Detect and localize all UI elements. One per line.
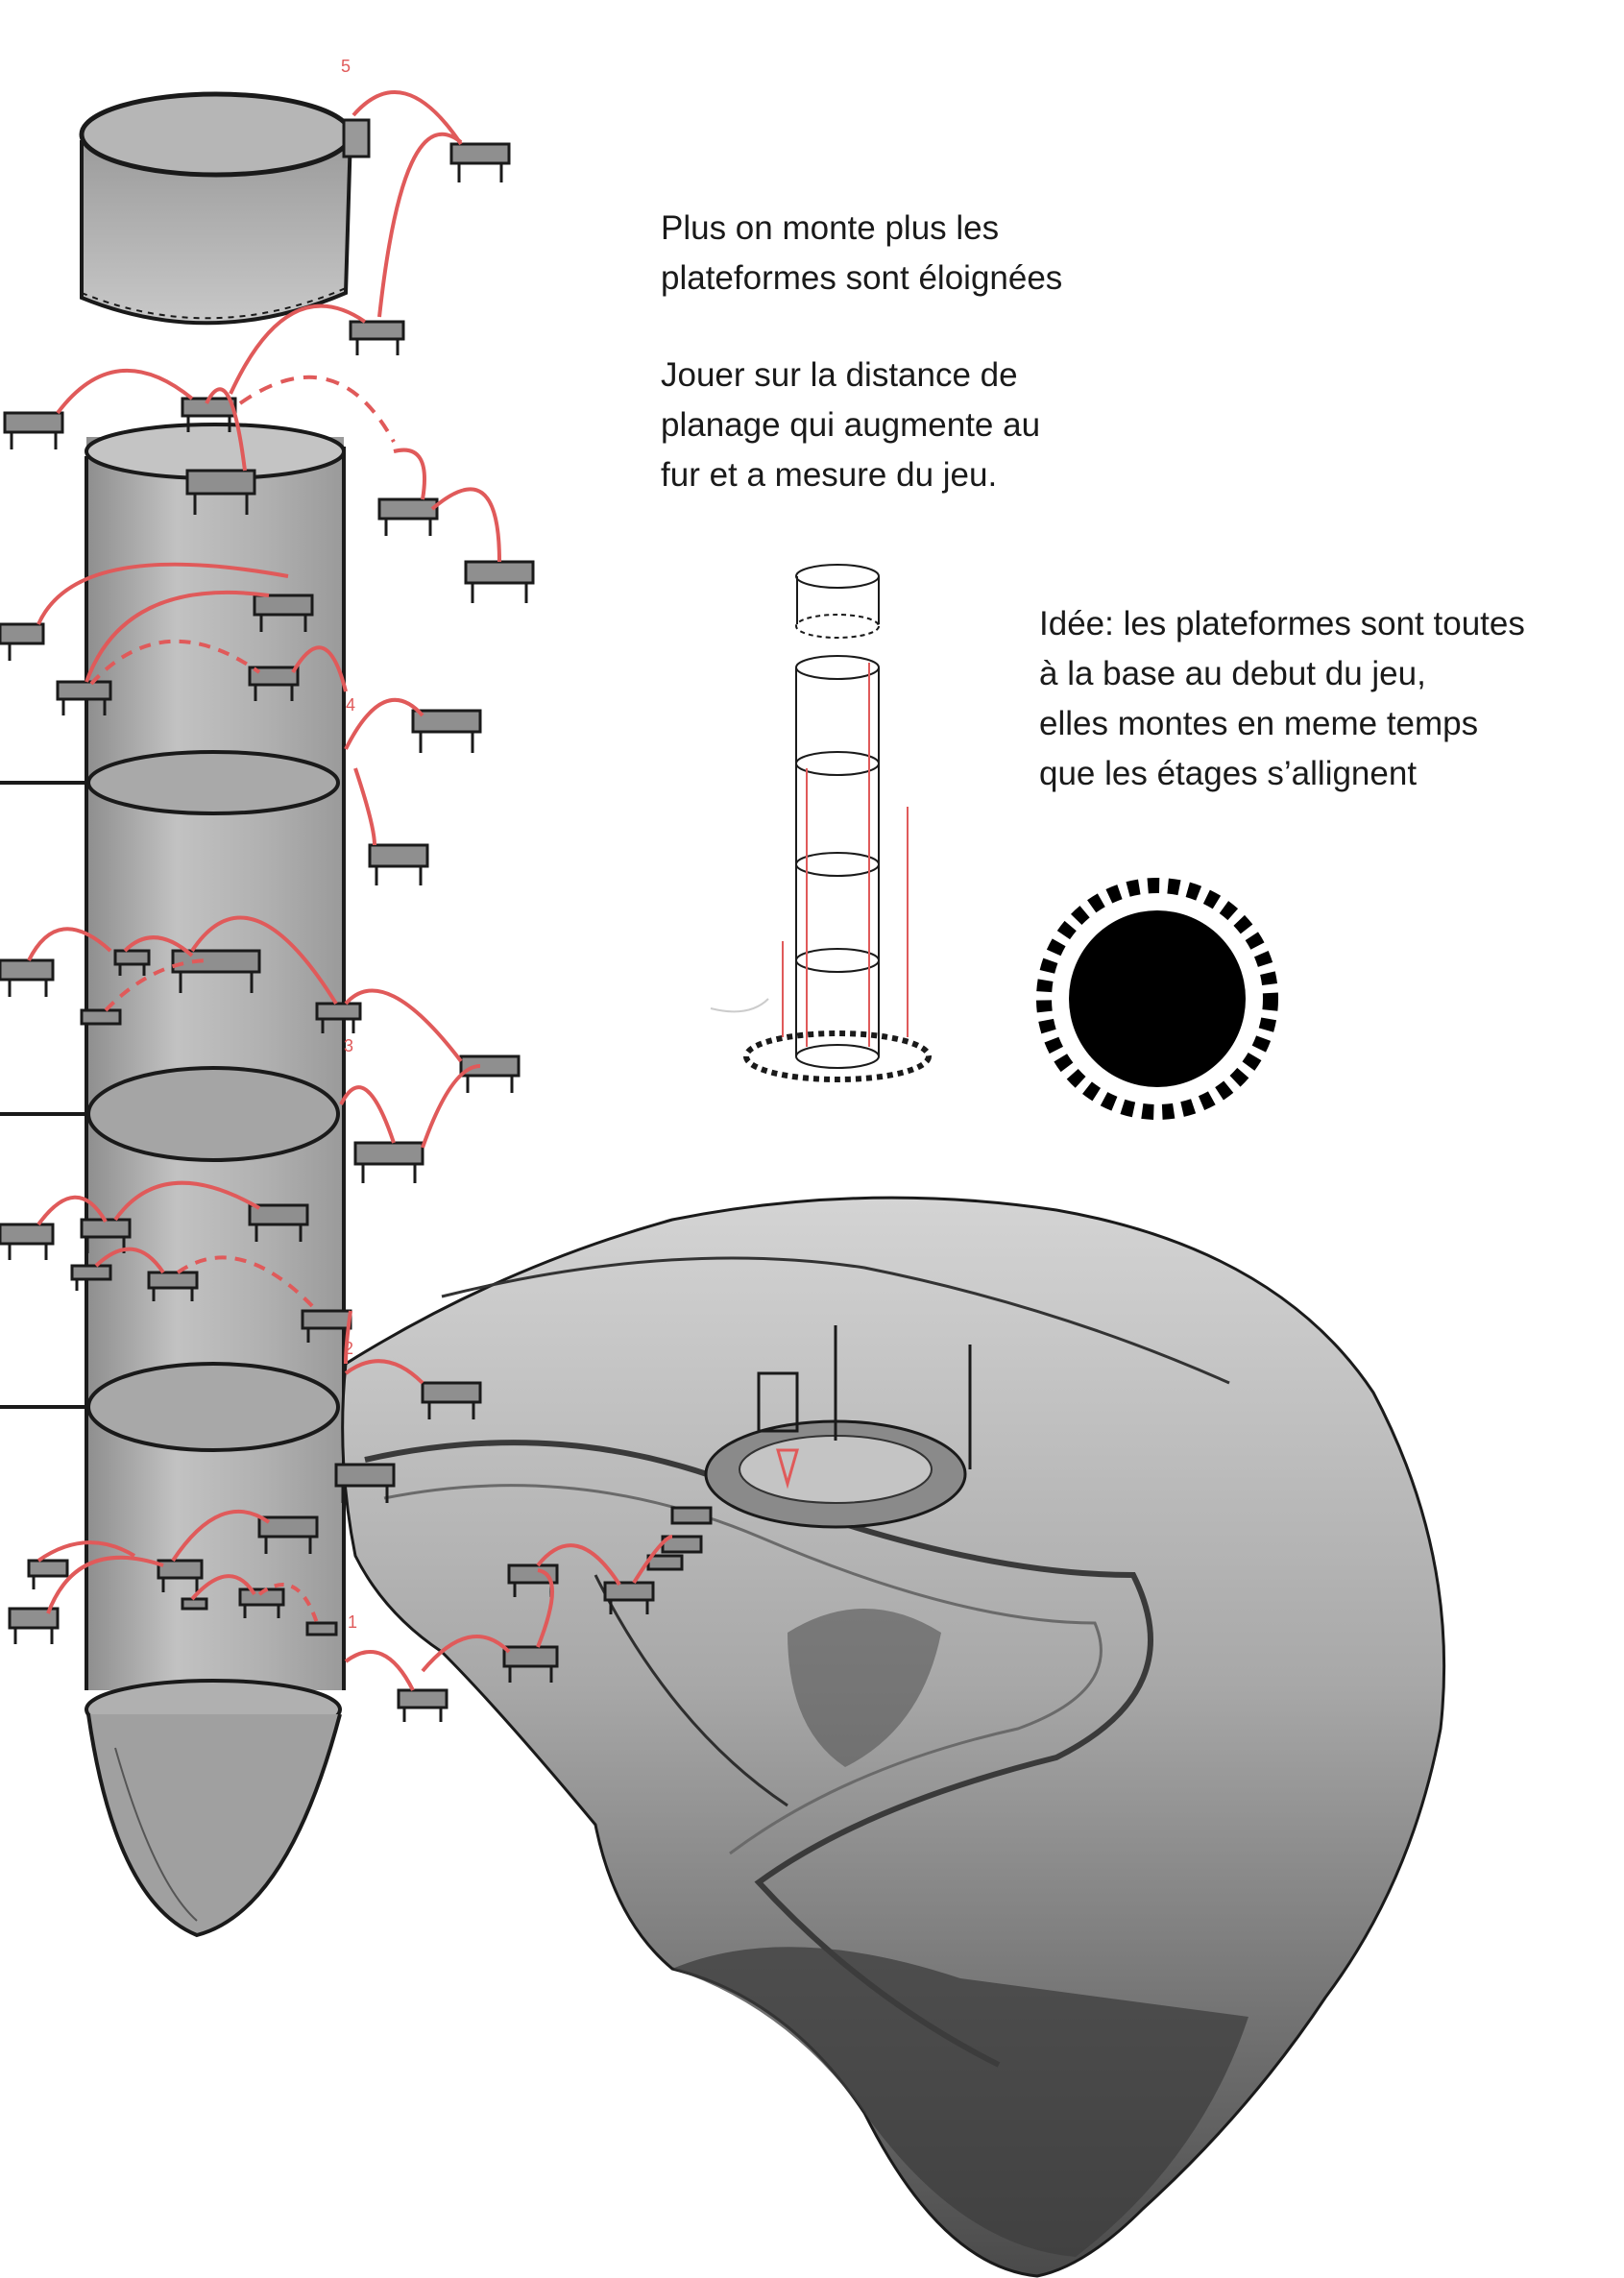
platform-icon <box>449 142 511 182</box>
platform-icon <box>185 469 256 515</box>
platform-icon <box>248 1203 309 1242</box>
platform-icon <box>3 411 64 449</box>
platform-icon <box>502 1645 559 1683</box>
platform-icon <box>670 1506 713 1525</box>
floor-ring <box>86 750 340 815</box>
platform-icon <box>0 1223 55 1260</box>
schematic-tower <box>710 564 932 1082</box>
floor-label-3: 3 <box>344 1036 353 1055</box>
ring-of-platforms-icon <box>743 1030 932 1082</box>
platform-icon <box>181 1597 208 1611</box>
platform-icon <box>646 1554 684 1571</box>
platform-icon <box>377 497 439 536</box>
floating-island <box>341 1196 1446 2278</box>
platform-icon <box>8 1607 60 1644</box>
platform-icon <box>80 1218 132 1253</box>
platform-icon <box>253 594 314 632</box>
platform-icon <box>353 1141 424 1183</box>
platform-icon <box>411 709 482 753</box>
platform-icon <box>305 1621 338 1636</box>
platform-icon <box>0 958 55 997</box>
platform-icon <box>334 1463 396 1503</box>
platform-icon <box>27 1559 69 1589</box>
platform-icon <box>507 1563 559 1597</box>
note-glide-distance: Jouer sur la distance de planage qui aug… <box>661 356 1041 494</box>
floor-label-5: 5 <box>341 57 351 76</box>
note-idea: Idée: les plateformes sont toutes à la b… <box>1039 605 1525 792</box>
top-floor-cylinder <box>79 91 371 326</box>
platforms <box>0 142 713 1722</box>
platform-icon <box>349 320 405 355</box>
floor-label-4: 4 <box>346 695 355 715</box>
jump-arcs <box>27 90 673 1691</box>
platform-icon <box>147 1271 199 1301</box>
main-tower <box>85 423 346 1938</box>
platform-icon <box>421 1381 482 1419</box>
platform-icon <box>0 622 45 661</box>
floor-label-2: 2 <box>344 1339 353 1358</box>
platform-icon <box>56 680 112 715</box>
platform-icon <box>70 1264 112 1291</box>
platform-icon <box>603 1581 655 1614</box>
platform-icon <box>368 843 429 885</box>
platform-icon <box>80 1008 122 1035</box>
platform-icon <box>397 1688 448 1722</box>
platform-icon <box>315 1002 362 1033</box>
platform-icon <box>113 949 151 976</box>
note-platform-distance: Plus on monte plus les plateformes sont … <box>661 209 1063 297</box>
platform-icon <box>257 1515 319 1554</box>
left-guide-lines <box>0 781 86 1409</box>
floor-label-1: 1 <box>348 1612 357 1632</box>
platform-icon <box>248 666 300 701</box>
platform-icon <box>464 560 535 603</box>
floor-ring <box>86 1362 340 1452</box>
platform-icon <box>459 1054 521 1093</box>
black-disc-icon <box>1036 878 1278 1120</box>
platform-icon <box>171 949 261 993</box>
platform-icon <box>238 1587 285 1618</box>
platform-icon <box>157 1559 204 1592</box>
floor-ring <box>86 1066 340 1162</box>
